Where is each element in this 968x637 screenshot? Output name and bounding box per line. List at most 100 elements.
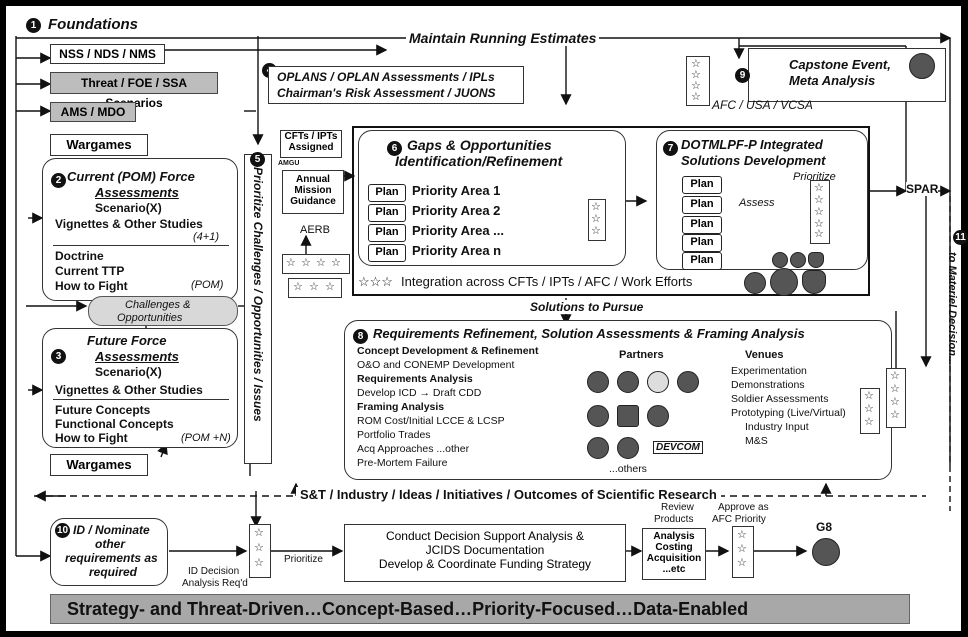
annual-line3: Guidance [290,196,336,207]
partner-logo-7-icon [647,405,669,427]
future-title-assessments: Assessments [95,349,179,364]
partner-logo-9-icon [617,437,639,459]
venue-3: Prototyping (Live/Virtual) [731,407,846,419]
priority-area-n: Priority Area n [412,243,502,258]
solutions-label: Solutions to Pursue [528,300,646,314]
process-diagram: 1 Foundations NSS / NDS / NMS Threat / F… [6,6,968,631]
afc-usa-label: AFC / USA / VCSA [712,98,813,112]
current-doctrine: Doctrine [55,249,104,263]
plan-button-2[interactable]: Plan [368,204,406,222]
prioritize-bottom: Prioritize [284,554,323,565]
step-number-9: 9 [735,68,750,83]
partner-logo-2-icon [617,371,639,393]
step-number-1: 1 [26,18,41,33]
capstone-line2: Meta Analysis [789,73,876,88]
four-star-row: ☆☆☆☆ [282,254,350,274]
oplans-box: OPLANS / OPLAN Assessments / IPLs Chairm… [268,66,524,104]
three-star-row: ☆☆☆ [288,278,342,298]
g8-seal-icon [812,538,840,566]
review-line1: Review [661,502,694,513]
oplans-line1: OPLANS / OPLAN Assessments / IPLs [277,70,495,84]
step-number-7: 7 [663,141,678,156]
current-ttp: Current TTP [55,264,125,278]
current-force-box: 2 Current (POM) Force Assessments Scenar… [42,158,238,301]
partner-logo-1-icon [587,371,609,393]
four-star-box: ☆☆☆☆ [686,56,710,106]
current-title-assessments: Assessments [95,185,179,200]
ams-box: AMS / MDO [50,102,136,122]
req-item-2: Requirements Analysis [357,373,473,385]
venues-title: Venues [745,349,784,361]
requirements-box: 8 Requirements Refinement, Solution Asse… [344,320,892,480]
dotmlpf-plan-3[interactable]: Plan [682,216,722,234]
step-number-5: 5 [250,152,265,167]
conduct-line2: JCIDS Documentation [425,543,545,557]
cfts-line2: Assigned [288,142,334,153]
partner-logo-5-icon [587,405,609,427]
future-pom: (POM +N) [181,432,231,444]
wargames-bottom-box: Wargames [50,454,148,476]
current-scenario: Scenario(X) [95,201,162,215]
conduct-line3: Develop & Coordinate Funding Strategy [378,557,592,571]
banner-text: Strategy- and Threat-Driven…Concept-Base… [67,599,749,619]
g8-label: G8 [816,520,833,534]
cfts-box: CFTs / IPTs Assigned [280,130,342,158]
integration-stars: ☆☆☆ [358,274,393,289]
wargames-top-box: Wargames [50,134,148,156]
current-vignettes: Vignettes & Other Studies [55,217,203,231]
req-item-4: Framing Analysis [357,401,445,413]
dotmlpf-plan-5[interactable]: Plan [682,252,722,270]
right-stars-3: ☆☆☆ [860,388,880,434]
gaps-solutions-frame [352,126,870,296]
partners-others: ...others [609,463,647,475]
req-item-7: Acq Approaches ...other [357,443,470,455]
dotmlpf-logo-1-icon [772,252,788,268]
req-item-8: Pre-Mortem Failure [357,457,448,469]
dotmlpf-plan-1[interactable]: Plan [682,176,722,194]
future-concepts: Future Concepts [55,403,151,417]
annual-line1: Annual [296,174,330,185]
integration-logo-2-icon [770,268,798,296]
capstone-line1: Capstone Event, [789,57,891,72]
plan-button-3[interactable]: Plan [368,224,406,242]
capstone-seal-icon [909,53,935,79]
analysis-line4: ...etc [662,564,686,575]
venue-1: Demonstrations [731,379,805,391]
partners-title: Partners [619,349,664,361]
step-number-8: 8 [353,329,368,344]
priority-area-3: Priority Area ... [412,223,504,238]
plan-button-1[interactable]: Plan [368,184,406,202]
current-divider [53,245,229,246]
current-note: (4+1) [193,231,219,243]
gaps-stars: ☆☆☆ [588,199,606,241]
oplans-line2: Chairman's Risk Assessment / JUONS [277,86,496,100]
gaps-line1: Gaps & Opportunities [407,137,552,153]
plan-button-4[interactable]: Plan [368,244,406,262]
analysis-line3: Acquisition [646,553,702,564]
foundations-title: Foundations [48,16,138,33]
venue-4: Industry Input [745,421,809,433]
priority-area-1: Priority Area 1 [412,183,501,198]
id-line3: requirements as [65,551,158,565]
req-item-6: Portfolio Trades [357,429,431,441]
challenges-pill: Challenges & Opportunities [88,296,238,326]
conduct-line1: Conduct Decision Support Analysis & [385,529,585,543]
gaps-line2: Identification/Refinement [395,153,563,169]
analysis-box: Analysis Costing Acquisition ...etc [642,528,706,580]
analysis-line2: Costing [655,542,693,553]
devcom-logo: DEVCOM [653,441,703,454]
dotmlpf-plan-2[interactable]: Plan [682,196,722,214]
prioritize-bar: Prioritize Challenges / Opportunities / … [244,154,272,464]
id-line1: ID / Nominate [73,523,150,537]
dotmlpf-plan-4[interactable]: Plan [682,234,722,252]
capstone-box: Capstone Event, Meta Analysis [748,48,946,102]
dotmlpf-line2: Solutions Development [681,153,826,168]
id-line4: required [89,565,138,579]
req-item-3: Develop ICD → Draft CDD [357,387,482,399]
venue-2: Soldier Assessments [731,393,829,405]
dotmlpf-logo-2-icon [790,252,806,268]
step-number-2: 2 [51,173,66,188]
materiel-label: to Materiel Decision... [946,252,958,366]
future-scenario: Scenario(X) [95,365,162,379]
current-pom: (POM) [191,279,224,291]
